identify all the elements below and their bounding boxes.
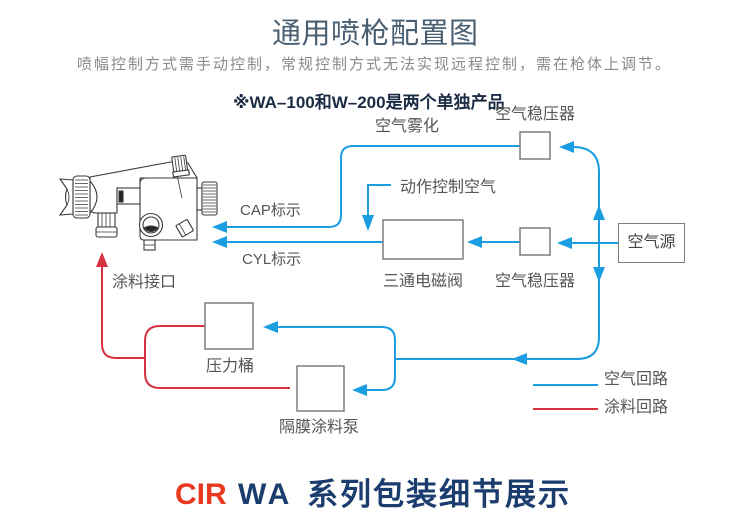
- diaphragm-pump-label: 隔膜涂料泵: [279, 419, 360, 436]
- regulator-bottom-box: [519, 227, 551, 256]
- trunk-up-arrow-icon: [593, 205, 605, 220]
- gun-air-cap-horns: [58, 178, 74, 216]
- legend-air-label: 空气回路: [604, 371, 669, 388]
- pressure-tank-box: [204, 302, 254, 350]
- gun-needle-knob-base: [172, 169, 190, 178]
- gun-paint-fitting-knurl: [101, 213, 111, 227]
- page-title: 通用喷枪配置图: [272, 18, 479, 50]
- gun-side-fitting-body: [175, 219, 194, 238]
- diaphragm-pump-box: [296, 365, 345, 412]
- gun-side-fitting-line: [178, 223, 187, 236]
- action-control-air-label: 动作控制空气: [400, 179, 497, 196]
- regulator-bottom-label: 空气稳压器: [495, 273, 576, 290]
- gun-side-fitting: [175, 219, 194, 238]
- paint-inlet-line: [101, 266, 145, 359]
- series-name: WA: [238, 478, 293, 511]
- trunk-left-arrow-icon: [512, 353, 527, 365]
- trunk-down-arrow-icon: [593, 267, 605, 282]
- cap-arrow-icon: [212, 221, 227, 233]
- valve-arrow-icon: [467, 236, 482, 248]
- gun-paint-fitting: [97, 212, 116, 228]
- action-control-arrow-icon: [362, 215, 374, 231]
- spray-gun-illustration: [58, 154, 218, 251]
- gun-needle-knob: [171, 154, 190, 178]
- solenoid-valve-box: [382, 219, 464, 260]
- gun-air-cap-face: [66, 188, 70, 206]
- regulator-bottom-arrow-icon: [557, 237, 572, 249]
- gun-knurled-ring-lines: [75, 179, 88, 216]
- gun-rear-knob-knurl: [203, 184, 216, 213]
- air-source-box: 空气源: [618, 223, 685, 263]
- paint-inlet-arrow-icon: [96, 252, 108, 267]
- solenoid-valve-label: 三通电磁阀: [383, 273, 464, 290]
- regulator-top-arrow-icon: [559, 141, 574, 153]
- section-heading-text: 系列包装细节展示: [307, 477, 571, 512]
- cyl-arrow-icon: [212, 236, 227, 248]
- tank-air-line: [277, 326, 396, 359]
- regulator-top-box: [519, 131, 551, 160]
- page-subtitle: 喷幅控制方式需手动控制，常规控制方式无法实现远程控制，需在枪体上调节。: [77, 56, 673, 73]
- cap-indicator-label: CAP标示: [240, 202, 301, 219]
- paint-inlet-label: 涂料接口: [112, 274, 177, 291]
- legend-paint-label: 涂料回路: [604, 399, 669, 416]
- gun-body-seam: [176, 174, 183, 199]
- cyl-indicator-label: CYL标示: [242, 251, 302, 268]
- gun-rear-collar: [196, 187, 203, 211]
- product-note: ※WA–100和W–200是两个单独产品: [233, 93, 505, 112]
- air-source-label: 空气源: [627, 234, 676, 251]
- action-control-air-line: [367, 184, 391, 216]
- air-trunk-line: [395, 146, 600, 360]
- regulator-top-label: 空气稳压器: [495, 106, 576, 123]
- gun-air-port-shadow: [143, 225, 159, 233]
- air-atomization-label: 空气雾化: [375, 118, 440, 135]
- pump-air-arrow-icon: [352, 384, 367, 396]
- pump-air-line: [366, 359, 396, 391]
- brand-name: CIR: [175, 478, 227, 511]
- gun-needle-knob-knurl: [174, 156, 187, 172]
- gun-rear-knob: [201, 181, 218, 216]
- air-atomization-line: [226, 145, 520, 228]
- section-heading: CIR WA 系列包装细节展示: [175, 477, 595, 512]
- pressure-tank-label: 压力桶: [206, 358, 255, 375]
- tank-air-arrow-icon: [263, 321, 278, 333]
- gun-connector-block: [118, 190, 124, 203]
